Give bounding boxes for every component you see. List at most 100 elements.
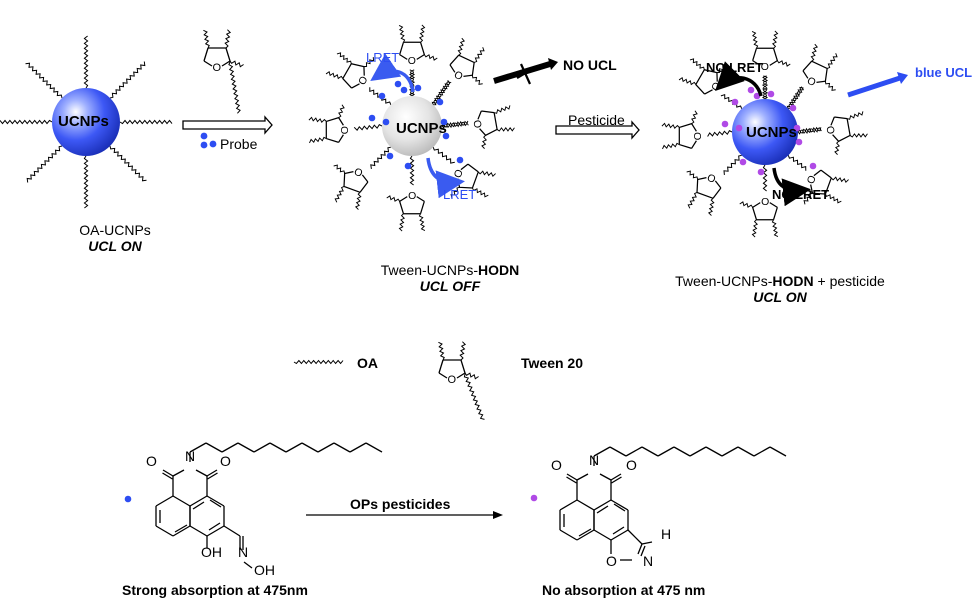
oxygen-atom: O [353,165,364,178]
bond [155,525,174,537]
alkyl-bond [317,442,335,453]
oa-chain [0,119,53,125]
dye-dot [757,168,765,176]
dye-dot [394,80,402,88]
oxygen-atom: O [408,189,416,200]
oa-chain [119,119,173,125]
tween-helix-chain [761,75,769,100]
legend-tween-structure: O [438,341,485,420]
ucnp-label-3: UCNPs [746,124,797,141]
tween-helix-chain [433,79,451,106]
oa-chain-sample [293,359,344,365]
blue-ucl-arrow [847,72,908,98]
ucnp-particle [382,96,442,156]
bond [174,524,188,533]
oxygen-atom: O [823,125,835,135]
alkyl-bond [705,446,723,457]
oxygen-atom: O [340,126,351,134]
bond [611,476,622,484]
dye-dot [753,92,761,100]
atom-oh-phenol: OH [201,544,222,560]
bond [627,529,643,545]
ucnp-label-2: UCNPs [396,120,447,137]
tween-helix-chain [431,81,452,105]
atom-n-isoxazole: N [643,553,654,569]
bond [206,525,225,537]
bond [172,495,191,507]
reactant-caption: Strong absorption at 475nm [122,582,308,598]
bond [559,529,578,541]
caption-ucl-on-3: UCL ON [753,289,807,305]
tween-head: O [823,111,868,155]
tween-head: O [450,163,496,199]
caption-oa-ucnps: OA-UCNPs UCL ON [60,222,170,254]
tween-tail [463,373,485,420]
tween-chain [707,130,733,137]
step-arrow-pesticide [555,120,640,140]
caption-prefix-3: Tween-UCNPs- [675,273,773,289]
probe-dots-icon [200,132,217,149]
atom-h: H [661,526,672,542]
bond [559,499,578,511]
tween-chain [409,155,415,186]
alkyl-bond [753,446,771,457]
oa-chain [25,62,63,99]
dye-dot [789,104,797,112]
bond [162,469,174,477]
caption-tween-ucnps-hodn: Tween-UCNPs-HODN UCL OFF [340,262,560,294]
atom-o-right-1: O [220,453,231,469]
bond [610,499,629,511]
caption-pesticide-line1: Tween-UCNPs-HODN + pesticide [640,273,920,289]
caption-ucl-on-1: UCL ON [88,238,142,254]
tween-head: O [449,37,485,85]
bond [593,499,612,511]
atom-n-oxime: N [238,544,249,560]
alkyl-bond [689,446,707,457]
alkyl-bond [285,442,303,453]
atom-o-right-2: O [626,457,637,473]
tween-head: O [333,164,369,210]
oxygen-atom: O [761,62,769,73]
dye-dot [721,120,729,128]
tween-chain [370,146,391,169]
ucnp-label-1: UCNPs [58,113,109,130]
blue-ucl-label: blue UCL [915,65,973,80]
atom-n-2: N [589,452,600,468]
alkyl-bond [333,442,351,453]
alkyl-bond [737,446,755,457]
tween-chain [432,147,455,164]
bond [162,472,173,480]
bond [195,469,208,477]
tween-head: O [802,43,838,91]
dye-dot [368,114,376,122]
oa-chain [109,61,146,99]
alkyl-bond [365,442,383,453]
atom-n-1: N [185,448,196,464]
alkyl-bond [269,442,287,453]
alkyl-bond [657,446,675,457]
oxygen-atom: O [470,119,482,129]
atom-o-isoxazole: O [606,553,617,569]
alkyl-bond [189,442,207,453]
tween-chain [720,94,743,109]
oxygen-atom: O [761,195,769,206]
probe-label: Probe [220,136,258,152]
dye-dot [440,118,448,126]
no-ucl-label: NO UCL [563,57,617,73]
legend-oa-label: OA [357,355,378,371]
bond [610,529,629,541]
dye-dot [456,156,464,164]
bond [613,503,626,512]
tween-chain [723,154,742,175]
dye-dot [414,84,422,92]
lret-arrow-bottom [426,157,465,199]
bond [223,525,241,537]
dye-dot [442,132,450,140]
no-lret-arrow-top [715,61,763,97]
bond [209,499,222,508]
tween-reagent-structure: O [203,29,244,114]
oxygen-atom: O [357,75,371,88]
caption-oa-ucnps-line1: OA-UCNPs [79,222,151,238]
legend-oa-chain [293,359,344,365]
